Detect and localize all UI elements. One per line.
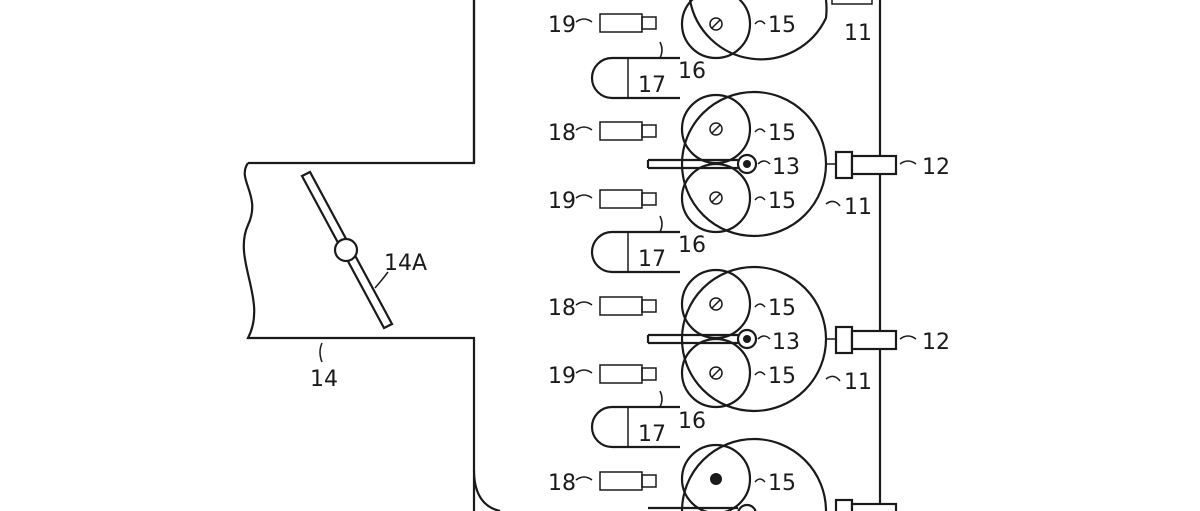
label-19-a: 19 (548, 189, 576, 214)
unit-c (575, 437, 898, 511)
label-15-a2: 15 (768, 189, 796, 214)
unit-top (575, 0, 873, 61)
label-15-c: 15 (768, 471, 796, 496)
label-19-top: 19 (548, 13, 576, 38)
label-16-c: 16 (678, 409, 706, 434)
label-11-b: 11 (844, 370, 872, 395)
label-16-a: 16 (678, 59, 706, 84)
label-16-b: 16 (678, 233, 706, 258)
label-15-top: 15 (768, 13, 796, 38)
label-11-a: 11 (844, 195, 872, 220)
duct-bottom-left-arc (472, 469, 501, 511)
label-18-a: 18 (548, 121, 576, 146)
damper-label: 14A (384, 251, 427, 276)
duct-outline (242, 0, 476, 511)
label-15-b1: 15 (768, 296, 796, 321)
label-15-b2: 15 (768, 364, 796, 389)
label-18-b: 18 (548, 296, 576, 321)
damper (300, 170, 394, 330)
unit-a (575, 90, 917, 238)
label-18-c: 18 (548, 471, 576, 496)
duct-leader (319, 342, 323, 363)
unit-b (575, 265, 917, 413)
label-12-b: 12 (922, 330, 950, 355)
label-17-c: 17 (638, 422, 666, 447)
label-12-a: 12 (922, 155, 950, 180)
label-13-b: 13 (772, 330, 800, 355)
label-19-b: 19 (548, 364, 576, 389)
label-17-b: 17 (638, 247, 666, 272)
label-11-top: 11 (844, 21, 872, 46)
loop-top (590, 41, 680, 100)
label-15-a1: 15 (768, 121, 796, 146)
label-13-a: 13 (772, 155, 800, 180)
label-17-a: 17 (638, 73, 666, 98)
loop-b (590, 215, 680, 274)
duct-label: 14 (310, 367, 338, 392)
loop-c (590, 390, 680, 449)
